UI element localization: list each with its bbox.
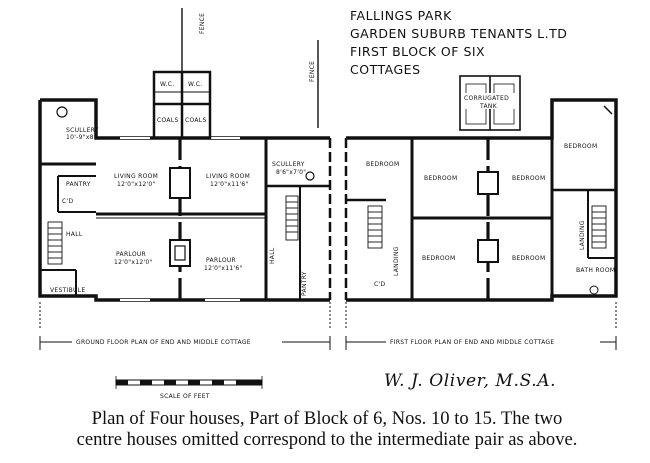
architect-signature: W. J. Oliver, M.S.A. [384, 371, 557, 391]
bedroom-6-label: BEDROOM [512, 255, 545, 262]
first-floor-walls [344, 98, 618, 302]
scale-bar [115, 376, 263, 389]
parlour-left-dims: 12'0"x12'0" [114, 259, 153, 266]
wc-2-label: W.C. [188, 81, 202, 88]
pantry-left-label: PANTRY [66, 181, 91, 188]
fence-label-1: FENCE [199, 13, 206, 34]
bedroom-5-label: BEDROOM [422, 255, 455, 262]
scullery-left-label: SCULLERY [66, 127, 99, 134]
pantry-right-label: PANTRY [301, 271, 308, 296]
title-line-1: FALLINGS PARK [350, 8, 452, 23]
coal-left-label: C'D [62, 198, 73, 205]
bath-room-label: BATH ROOM [576, 267, 615, 274]
coals-2-label: COALS [185, 117, 207, 124]
caption-line-1: Plan of Four houses, Part of Block of 6,… [91, 408, 563, 429]
copper-left [56, 106, 68, 118]
outbuildings [152, 70, 212, 140]
living-right-label: LIVING ROOM [206, 173, 250, 180]
coals-1-label: COALS [157, 117, 179, 124]
bedroom-3-label: BEDROOM [512, 175, 545, 182]
living-right-dims: 12'0"x11'6" [210, 181, 249, 188]
hall-right-label: HALL [269, 247, 276, 264]
scullery-right-dims: 8'6"x7'0" [276, 169, 306, 176]
wc-1-label: W.C. [160, 81, 174, 88]
cistern-label-1: CORRUGATED [464, 95, 509, 102]
cupboard-label: C'D [374, 281, 385, 288]
scullery-right-label: SCULLERY [272, 161, 305, 168]
copper-right [305, 171, 315, 181]
ground-floor-walls [38, 98, 332, 302]
title-line-4: COTTAGES [350, 62, 421, 77]
title-line-2: GARDEN SUBURB TENANTS L.TD [350, 26, 567, 41]
scullery-left-dims: 10'-9"x8' [66, 134, 96, 141]
caption-line-2: centre houses omitted correspond to the … [76, 429, 578, 450]
first-floor-caption: FIRST FLOOR PLAN OF END AND MIDDLE COTTA… [390, 339, 554, 346]
floor-plan-drawing: FENCE FENCE [38, 8, 618, 400]
parlour-left-label: PARLOUR [116, 251, 146, 258]
landing-right-label: LANDING [579, 220, 586, 250]
living-left-label: LIVING ROOM [114, 173, 158, 180]
bedroom-4-label: BEDROOM [564, 143, 597, 150]
bedroom-2-label: BEDROOM [424, 175, 457, 182]
fence-label-2: FENCE [309, 61, 316, 82]
bedroom-1-label: BEDROOM [366, 161, 399, 168]
living-left-dims: 12'0"x12'0" [117, 181, 156, 188]
figure-caption: Plan of Four houses, Part of Block of 6,… [4, 408, 650, 450]
ground-floor-caption: GROUND FLOOR PLAN OF END AND MIDDLE COTT… [76, 339, 251, 346]
parlour-right-label: PARLOUR [206, 257, 236, 264]
bath-basin [589, 285, 599, 295]
cistern-label-2: TANK [479, 103, 498, 110]
hall-left-label: HALL [66, 231, 83, 238]
scale-label: SCALE OF FEET [160, 393, 210, 400]
ground-stairs [47, 195, 299, 265]
parlour-right-dims: 12'0"x11'6" [204, 265, 243, 272]
first-floor-stairs [367, 205, 607, 249]
title-line-3: FIRST BLOCK OF SIX [350, 44, 485, 59]
vestibule-label: VESTIBULE [50, 287, 85, 294]
landing-left-label: LANDING [393, 246, 400, 276]
